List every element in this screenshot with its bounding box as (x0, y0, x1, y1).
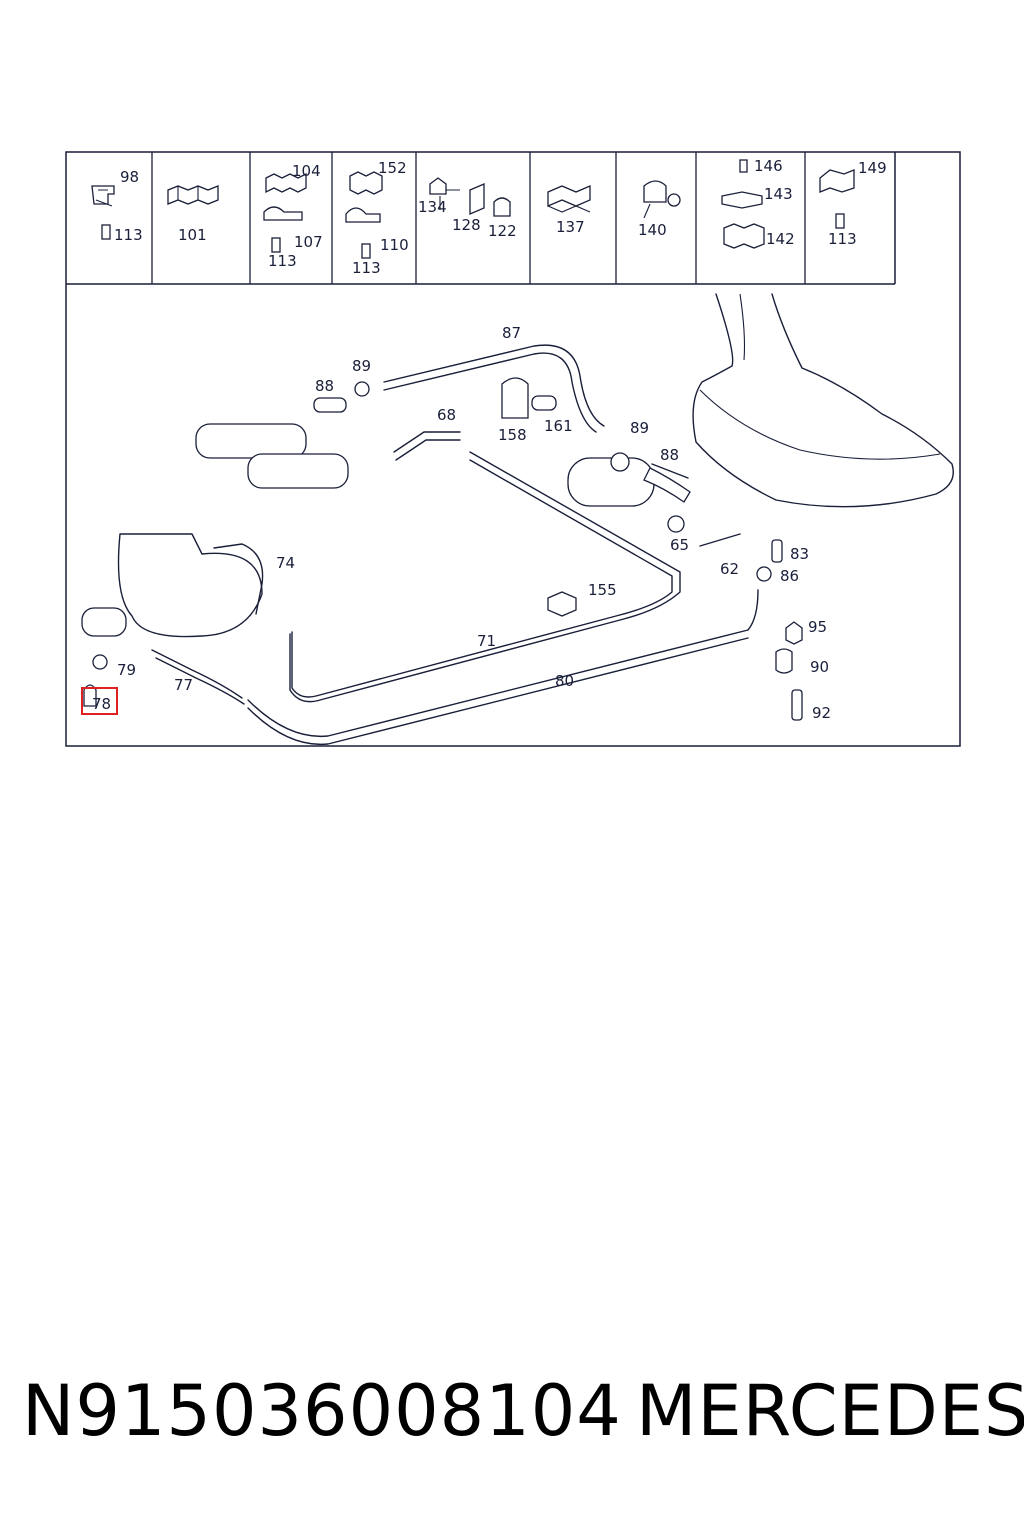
callout-label: 83 (790, 545, 809, 563)
parts-diagram: 98 113 101 104 107 113 152 110 113 134 1… (65, 151, 961, 747)
callout-label: 90 (810, 658, 829, 676)
legend-label: 134 (418, 198, 447, 216)
diagram-frame (65, 151, 961, 747)
callout-label-highlighted: 78 (92, 695, 111, 713)
legend-label: 149 (858, 159, 887, 177)
callout-label: 86 (780, 567, 799, 585)
callout-label: 65 (670, 536, 689, 554)
callout-label: 77 (174, 676, 193, 694)
legend-label: 101 (178, 226, 207, 244)
legend-label: 113 (828, 230, 857, 248)
legend-label: 128 (452, 216, 481, 234)
callout-label: 68 (437, 406, 456, 424)
footer: N915036008104 MERCEDES (0, 1370, 1024, 1470)
legend-label: 142 (766, 230, 795, 248)
callout-label: 158 (498, 426, 527, 444)
legend-label: 113 (114, 226, 143, 244)
callout-label: 161 (544, 417, 573, 435)
legend-label: 152 (378, 159, 407, 177)
callout-label: 88 (660, 446, 679, 464)
legend-label: 122 (488, 222, 517, 240)
callout-label: 88 (315, 377, 334, 395)
fuel-system-sketch (81, 293, 954, 746)
legend-label: 143 (764, 185, 793, 203)
legend-label: 98 (120, 168, 139, 186)
callout-label: 80 (555, 672, 574, 690)
callout-label: 79 (117, 661, 136, 679)
callout-label: 89 (352, 357, 371, 375)
callout-label: 155 (588, 581, 617, 599)
callout-label: 87 (502, 324, 521, 342)
legend-label: 110 (380, 236, 409, 254)
callout-label: 89 (630, 419, 649, 437)
legend-label: 146 (754, 157, 783, 175)
legend-label: 107 (294, 233, 323, 251)
callout-label: 92 (812, 704, 831, 722)
brand-name: MERCEDES (636, 1370, 1024, 1452)
highlight-box (81, 687, 118, 715)
legend-parts (91, 159, 855, 259)
callout-label: 62 (720, 560, 739, 578)
legend-label: 137 (556, 218, 585, 236)
callout-label: 95 (808, 618, 827, 636)
legend-label: 104 (292, 162, 321, 180)
callout-label: 74 (276, 554, 295, 572)
legend-label: 113 (352, 259, 381, 277)
callout-label: 71 (477, 632, 496, 650)
part-number: N915036008104 (22, 1370, 622, 1452)
legend-label: 140 (638, 221, 667, 239)
legend-label: 113 (268, 252, 297, 270)
